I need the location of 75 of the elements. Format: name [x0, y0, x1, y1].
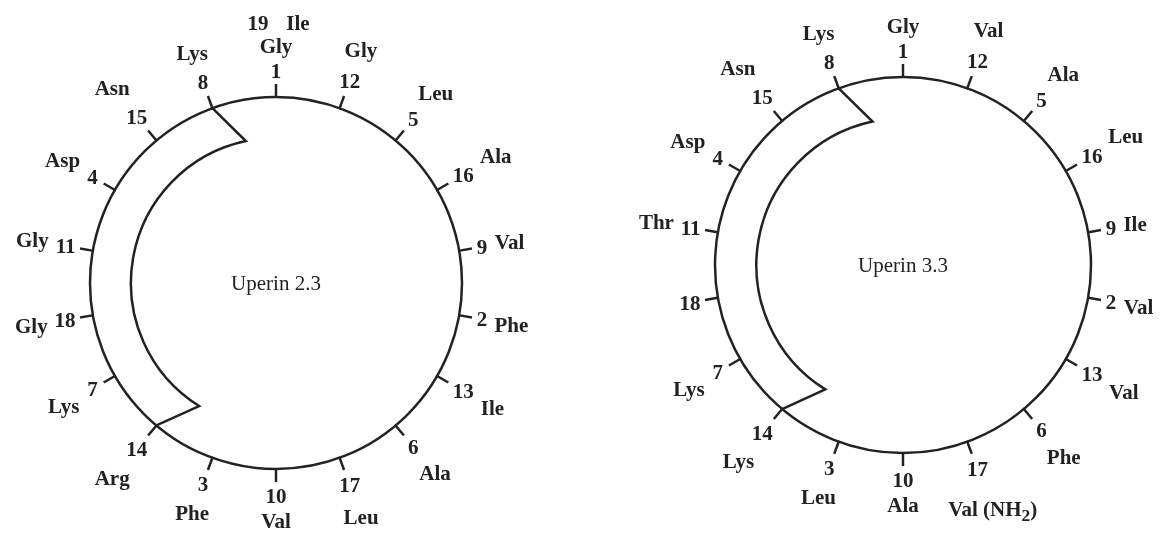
residue-name: Lys: [722, 450, 755, 472]
residue-name: Thr: [638, 211, 674, 232]
residue-number: 15: [126, 106, 148, 128]
residue-number: 8: [197, 71, 209, 93]
residue-number: 16: [1081, 145, 1103, 167]
residue-name: Arg: [94, 467, 130, 489]
residue-number: 8: [823, 51, 835, 73]
residue-number: 18: [54, 309, 76, 331]
residue-name: Asp: [45, 149, 81, 171]
residue-number: 10: [892, 469, 914, 490]
residue-number: 13: [452, 380, 474, 402]
residue-name: Lys: [47, 395, 80, 417]
residue-number: 12: [339, 70, 361, 92]
residue-name: Leu: [800, 486, 836, 508]
residue-number: 9: [1105, 217, 1117, 239]
residue-number: 17: [339, 474, 361, 496]
residue-number: 16: [452, 164, 474, 186]
residue-name: Val: [261, 510, 291, 531]
residue-name: Lys: [176, 42, 208, 64]
residue-number: 7: [712, 361, 723, 383]
residue-number: 2: [1105, 291, 1117, 313]
residue-number: 5: [408, 108, 419, 130]
residue-number: 11: [680, 217, 701, 239]
residue-number: 17: [966, 458, 988, 480]
residue-number: 9: [476, 236, 488, 258]
residue-name: Val: [1109, 381, 1139, 403]
residue-name: Gly: [15, 315, 48, 337]
residue-number: 4: [712, 147, 723, 169]
residue-number: 4: [87, 166, 98, 188]
residue-number: 10: [265, 485, 287, 506]
residue-name: Ala: [887, 494, 919, 515]
residue-number: 1: [897, 40, 909, 61]
residue-name: Phe: [1046, 446, 1081, 468]
residue-name: Val (NH$_{2}$): [948, 498, 1038, 525]
residue-name: Leu: [343, 506, 379, 528]
residue-number: 5: [1036, 89, 1047, 111]
residue-number: 3: [823, 457, 835, 479]
residue-name: Ile: [1123, 213, 1147, 235]
residue-number: 19: [247, 12, 269, 34]
residue-number: 13: [1081, 363, 1103, 385]
residue-number: 14: [751, 422, 773, 444]
residue-name: Ile: [480, 397, 505, 419]
residue-number: 6: [1036, 419, 1047, 441]
residue-name: Gly: [344, 39, 378, 61]
residue-number: 14: [126, 438, 148, 460]
residue-name: Gly: [16, 229, 49, 251]
residue-number: 1: [270, 60, 282, 81]
residue-name: Ala: [1047, 63, 1080, 85]
residue-name: Gly: [259, 35, 293, 56]
residue-number: 12: [966, 50, 988, 72]
residue-name: Asn: [720, 57, 756, 79]
residue-number: 15: [751, 86, 773, 108]
residue-name: Ile: [286, 12, 310, 34]
residue-number: 2: [476, 308, 488, 330]
residue-name: Phe: [175, 502, 210, 524]
residue-number: 11: [55, 235, 76, 257]
residue-name: Leu: [418, 82, 454, 104]
residue-number: 7: [87, 378, 98, 400]
residue-name: Ala: [480, 145, 512, 167]
wheel-title: Uperin 3.3: [858, 252, 948, 278]
residue-number: 3: [197, 473, 209, 495]
residue-name: Phe: [494, 314, 529, 335]
residue-name: Lys: [673, 378, 705, 400]
residue-name: Ala: [419, 462, 451, 484]
residue-name: Asp: [670, 130, 706, 152]
residue-name: Leu: [1108, 125, 1144, 147]
residue-name: Val: [494, 231, 525, 253]
residue-number: 18: [679, 292, 701, 314]
residue-name: Val: [973, 19, 1004, 41]
residue-name: Asn: [94, 77, 130, 99]
wheel-title: Uperin 2.3: [231, 270, 321, 296]
residue-name: Gly: [886, 15, 920, 36]
residue-number: 6: [408, 436, 419, 458]
residue-name: Val: [1123, 296, 1154, 317]
residue-name: Lys: [802, 22, 835, 44]
